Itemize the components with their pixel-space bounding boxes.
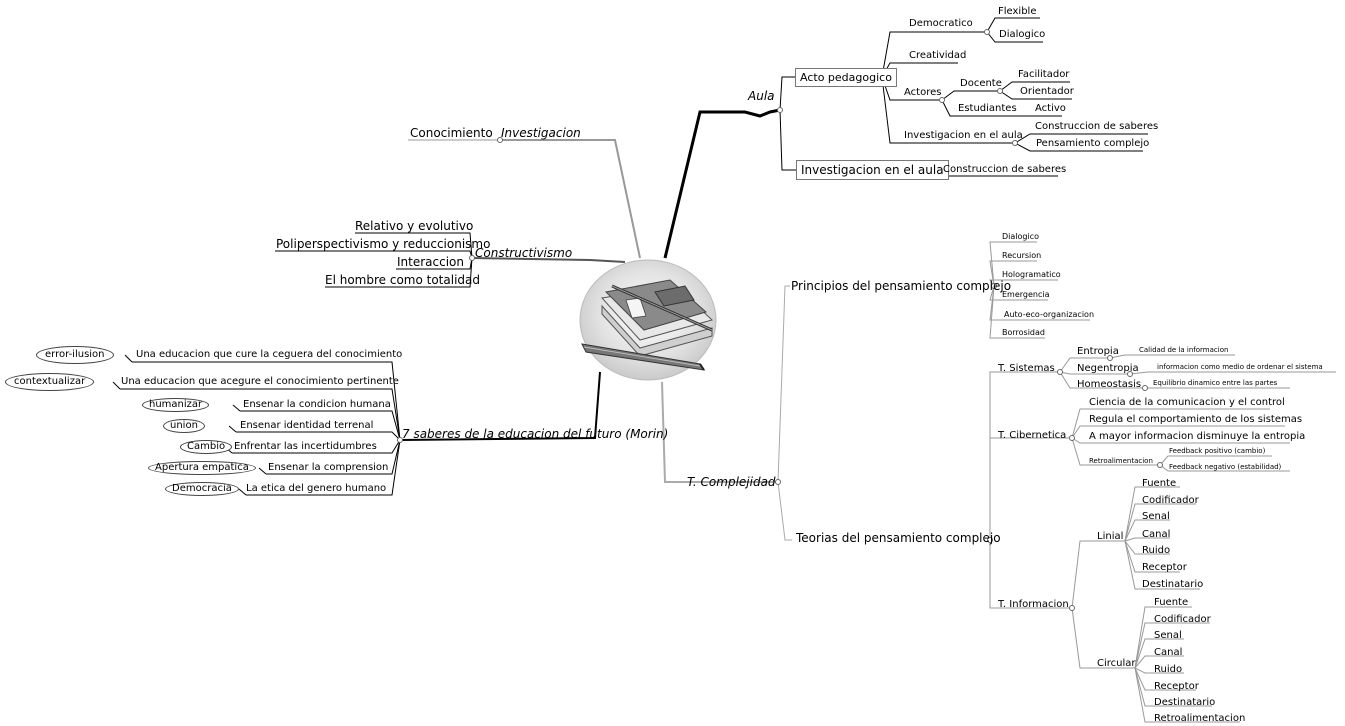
saberes-node[interactable]: 7 saberes de la educacion del futuro (Mo… [402,427,669,441]
informacion-ordenar-node[interactable]: informacion como medio de ordenar el sis… [1157,363,1323,371]
circular-receptor[interactable]: Receptor [1154,681,1199,692]
creatividad-node[interactable]: Creatividad [909,50,967,61]
investigacion-node[interactable]: Investigacion [501,126,581,140]
poliperspectivismo-node[interactable]: Poliperspectivismo y reduccionismo [276,237,491,251]
saber-item-2[interactable]: Una educacion que acegure el conocimient… [121,376,399,387]
linial-fuente[interactable]: Fuente [1142,478,1177,489]
actores-node[interactable]: Actores [904,87,942,98]
retroalimentacion-node[interactable]: Retroalimentacion [1089,457,1153,465]
principio-hologramatico[interactable]: Hologramatico [1002,270,1061,279]
principio-recursion[interactable]: Recursion [1002,251,1042,260]
saber-item-3[interactable]: Ensenar la condicion humana [243,399,391,410]
saber-item-4[interactable]: Ensenar identidad terrenal [240,420,374,431]
informacion-teoria-node[interactable]: T. Informacion [998,599,1069,610]
circular-canal[interactable]: Canal [1154,647,1183,658]
linial-codificador[interactable]: Codificador [1142,495,1199,506]
flexible-node[interactable]: Flexible [998,6,1037,17]
saberes-branch-line [399,371,601,441]
investigacion-aula-node[interactable]: Investigacion en el aula [796,160,949,180]
teorias-node[interactable]: Teorias del pensamiento complejo [796,531,1001,545]
circular-destinatario[interactable]: Destinatario [1154,697,1216,708]
relativo-evolutivo-node[interactable]: Relativo y evolutivo [355,219,474,233]
aula-branch-line [663,108,781,259]
saber-item-7[interactable]: La etica del genero humano [246,483,387,494]
activo-node[interactable]: Activo [1035,103,1066,114]
circular-codificador[interactable]: Codificador [1154,614,1211,625]
tag-contextualizar[interactable]: contextualizar [5,373,95,391]
calidad-informacion-node[interactable]: Calidad de la informacion [1139,346,1229,354]
construccion-saberes-node-2[interactable]: Construccion de saberes [943,164,1067,175]
interaccion-node[interactable]: Interaccion [397,255,464,269]
constructivismo-branch-line [471,257,626,263]
linial-destinatario[interactable]: Destinatario [1142,579,1204,590]
ciencia-comunicacion-node[interactable]: Ciencia de la comunicacion y el control [1089,397,1285,408]
linial-ruido[interactable]: Ruido [1142,545,1171,556]
tag-democracia[interactable]: Democracia [165,482,239,496]
saber-item-6[interactable]: Ensenar la comprension [268,462,389,473]
linial-senal[interactable]: Senal [1142,511,1170,522]
equilibrio-dinamico-node[interactable]: Equilibrio dinamico entre las partes [1153,379,1278,387]
principio-borrosidad[interactable]: Borrosidad [1002,328,1045,337]
linial-canal[interactable]: Canal [1142,529,1171,540]
cibernetica-node[interactable]: T. Cibernetica [998,430,1067,441]
pensamiento-complejo-node[interactable]: Pensamiento complejo [1036,138,1150,149]
complejidad-node[interactable]: T. Complejidad [687,475,776,489]
circular-fuente[interactable]: Fuente [1154,597,1189,608]
docente-node[interactable]: Docente [960,78,1002,89]
saber-item-1[interactable]: Una educacion que cure la ceguera del co… [136,349,403,360]
entropia-node[interactable]: Entropia [1077,346,1119,357]
aula-node[interactable]: Aula [748,89,775,103]
linial-node[interactable]: Linial [1097,531,1124,542]
tag-error-ilusion[interactable]: error-ilusion [36,346,114,364]
construccion-saberes-node[interactable]: Construccion de saberes [1035,121,1159,132]
circular-retroalimentacion[interactable]: Retroalimentacion [1154,713,1246,724]
facilitador-node[interactable]: Facilitador [1018,69,1070,80]
complejidad-branch-line [661,381,778,483]
tag-humanizar[interactable]: humanizar [142,398,210,412]
democratico-node[interactable]: Democratico [909,18,973,29]
tag-apertura-empatica[interactable]: Apertura empatica [148,461,256,475]
orientador-node[interactable]: Orientador [1020,86,1074,97]
acto-pedagogico-node[interactable]: Acto pedagogico [795,68,897,87]
estudiantes-node[interactable]: Estudiantes [958,103,1017,114]
investigacion-branch-line [500,139,641,259]
hombre-totalidad-node[interactable]: El hombre como totalidad [325,273,480,287]
tag-union[interactable]: union [163,419,205,433]
constructivismo-node[interactable]: Constructivismo [475,246,573,260]
conocimiento-node[interactable]: Conocimiento [410,126,493,140]
principio-auto-eco[interactable]: Auto-eco-organizacion [1004,310,1095,319]
saber-item-5[interactable]: Enfrentar las incertidumbres [234,441,377,452]
principio-dialogico[interactable]: Dialogico [1002,232,1039,241]
investigacion-aula-subnode[interactable]: Investigacion en el aula [904,130,1023,141]
circular-ruido[interactable]: Ruido [1154,664,1183,675]
central-books-illustration [579,259,717,381]
homeostasis-node[interactable]: Homeostasis [1077,379,1142,390]
negentropia-node[interactable]: Negentropia [1077,363,1139,374]
feedback-negativo-node[interactable]: Feedback negativo (estabilidad) [1169,463,1282,471]
circular-node[interactable]: Circular [1097,658,1136,669]
circular-senal[interactable]: Senal [1154,630,1182,641]
feedback-positivo-node[interactable]: Feedback positivo (cambio) [1169,447,1266,455]
tag-cambio[interactable]: Cambio [180,440,233,454]
principio-emergencia[interactable]: Emergencia [1002,290,1050,299]
mayor-informacion-node[interactable]: A mayor informacion disminuye la entropi… [1089,431,1306,442]
regula-comportamiento-node[interactable]: Regula el comportamiento de los sistemas [1089,414,1303,425]
principios-node[interactable]: Principios del pensamiento complejo [791,279,1012,293]
dialogico-node[interactable]: Dialogico [999,29,1046,40]
linial-receptor[interactable]: Receptor [1142,562,1187,573]
sistemas-node[interactable]: T. Sistemas [998,363,1055,374]
